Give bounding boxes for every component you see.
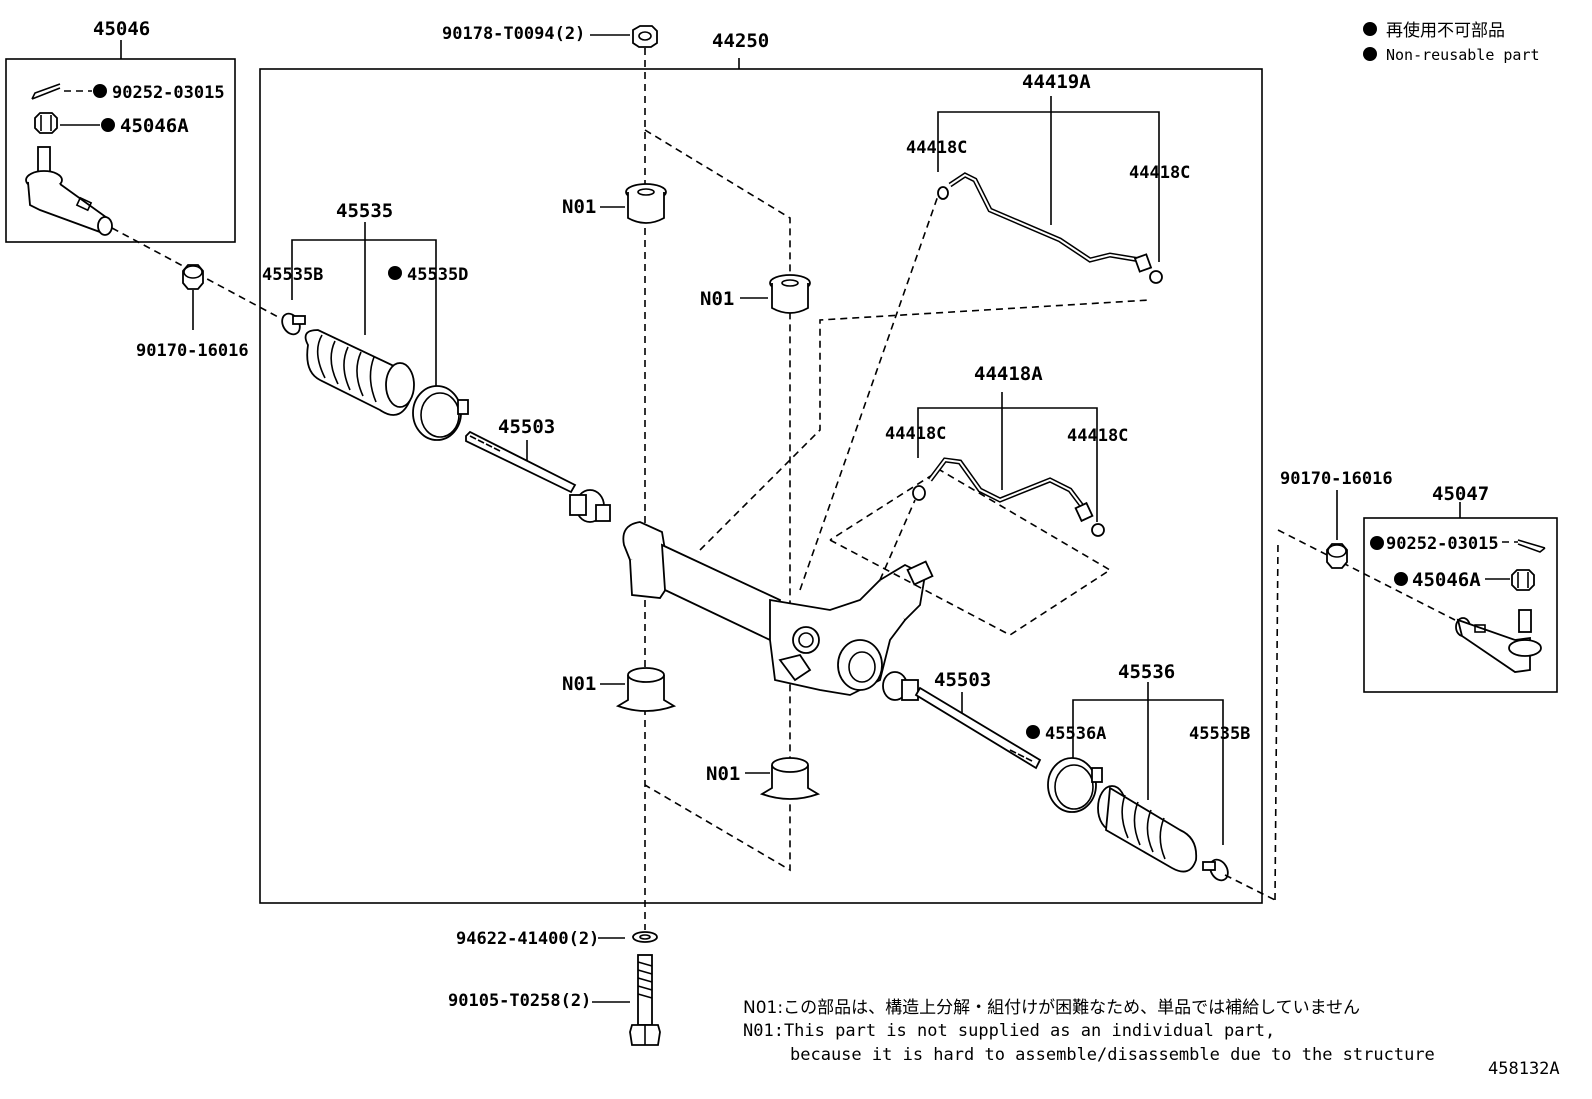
- legend-en: Non-reusable part: [1386, 46, 1540, 64]
- tie-rod-left-icon: [465, 430, 611, 523]
- label-45046[interactable]: 45046: [93, 18, 150, 40]
- lock-nut-left-icon: [182, 264, 204, 290]
- label-45503-left[interactable]: 45503: [498, 416, 555, 438]
- label-44418A[interactable]: 44418A: [974, 363, 1043, 385]
- label-44250[interactable]: 44250: [712, 30, 769, 52]
- label-90252-right[interactable]: 90252-03015: [1386, 534, 1499, 554]
- label-N01-d[interactable]: N01: [706, 763, 740, 785]
- castle-nut-icon: [34, 112, 58, 134]
- mount-bushing-upper-right-icon: [769, 274, 811, 314]
- cotter-pin-icon: [31, 83, 61, 100]
- label-N01-c[interactable]: N01: [562, 673, 596, 695]
- steering-boot-right-icon: [1097, 785, 1198, 873]
- label-44418C-c[interactable]: 44418C: [885, 424, 946, 444]
- note-jp: N01:この部品は、構造上分解・組付けが困難なため、単品では補給していません: [743, 998, 1360, 1018]
- label-90170-right[interactable]: 90170-16016: [1280, 469, 1393, 489]
- label-45535B-right[interactable]: 45535B: [1189, 724, 1250, 744]
- non-reusable-dot-icon: [101, 118, 115, 132]
- figure-id: 458132A: [1488, 1059, 1560, 1079]
- mount-bushing-lower-left-icon: [615, 667, 677, 712]
- nut-icon: [632, 25, 658, 48]
- label-44418C-b[interactable]: 44418C: [1129, 163, 1190, 183]
- label-45535[interactable]: 45535: [336, 200, 393, 222]
- non-reusable-dot-icon: [1394, 572, 1408, 586]
- label-45536[interactable]: 45536: [1118, 661, 1175, 683]
- label-90105[interactable]: 90105-T0258(2): [448, 991, 591, 1011]
- label-44419A[interactable]: 44419A: [1022, 71, 1091, 93]
- label-94622[interactable]: 94622-41400(2): [456, 929, 599, 949]
- non-reusable-dot-icon: [1370, 536, 1384, 550]
- legend-jp: 再使用不可部品: [1386, 20, 1505, 41]
- washer-icon: [632, 931, 658, 943]
- tie-rod-end-right-icon: [1455, 609, 1542, 673]
- label-45535B-left[interactable]: 45535B: [262, 265, 323, 285]
- label-44418C-a[interactable]: 44418C: [906, 138, 967, 158]
- label-N01-a[interactable]: N01: [562, 196, 596, 218]
- label-45503-right[interactable]: 45503: [934, 669, 991, 691]
- label-44418C-d[interactable]: 44418C: [1067, 426, 1128, 446]
- mount-bushing-upper-left-icon: [625, 183, 667, 224]
- tie-rod-right-icon: [882, 671, 1042, 770]
- label-90178[interactable]: 90178-T0094(2): [442, 24, 585, 44]
- label-90252-left[interactable]: 90252-03015: [112, 83, 225, 103]
- tie-rod-end-left-icon: [25, 146, 113, 236]
- non-reusable-dot-icon: [1026, 725, 1040, 739]
- cotter-pin-right-icon: [1517, 539, 1546, 553]
- label-45046A-left[interactable]: 45046A: [120, 115, 189, 137]
- mount-bushing-lower-right-icon: [759, 757, 821, 800]
- label-45536A[interactable]: 45536A: [1045, 724, 1106, 744]
- boot-clamp-left-icon: [281, 312, 306, 336]
- boot-clamp-large-right-icon: [1047, 757, 1103, 813]
- label-90170-left[interactable]: 90170-16016: [136, 341, 249, 361]
- boot-clamp-right-icon: [1202, 858, 1229, 882]
- non-reusable-dot-icon: [388, 266, 402, 280]
- boot-clamp-large-left-icon: [412, 385, 469, 441]
- assembly-frame: [259, 68, 1263, 904]
- pressure-tube-lower-icon: [912, 457, 1105, 537]
- note-en-1: N01:This part is not supplied as an indi…: [743, 1021, 1275, 1041]
- castle-nut-right-icon: [1511, 569, 1535, 591]
- non-reusable-dot-icon: [93, 84, 107, 98]
- steering-rack-housing-icon: [622, 521, 934, 696]
- label-45047[interactable]: 45047: [1432, 483, 1489, 505]
- label-45046A-right[interactable]: 45046A: [1412, 569, 1481, 591]
- steering-boot-left-icon: [304, 329, 415, 416]
- bolt-icon: [629, 954, 661, 1046]
- label-45535D[interactable]: 45535D: [407, 265, 468, 285]
- note-en-2: because it is hard to assemble/disassemb…: [790, 1045, 1435, 1065]
- legend-dot-icon: [1363, 47, 1377, 61]
- lock-nut-right-icon: [1326, 543, 1348, 569]
- label-N01-b[interactable]: N01: [700, 288, 734, 310]
- pressure-tube-upper-icon: [937, 172, 1163, 284]
- legend-dot-icon: [1363, 22, 1377, 36]
